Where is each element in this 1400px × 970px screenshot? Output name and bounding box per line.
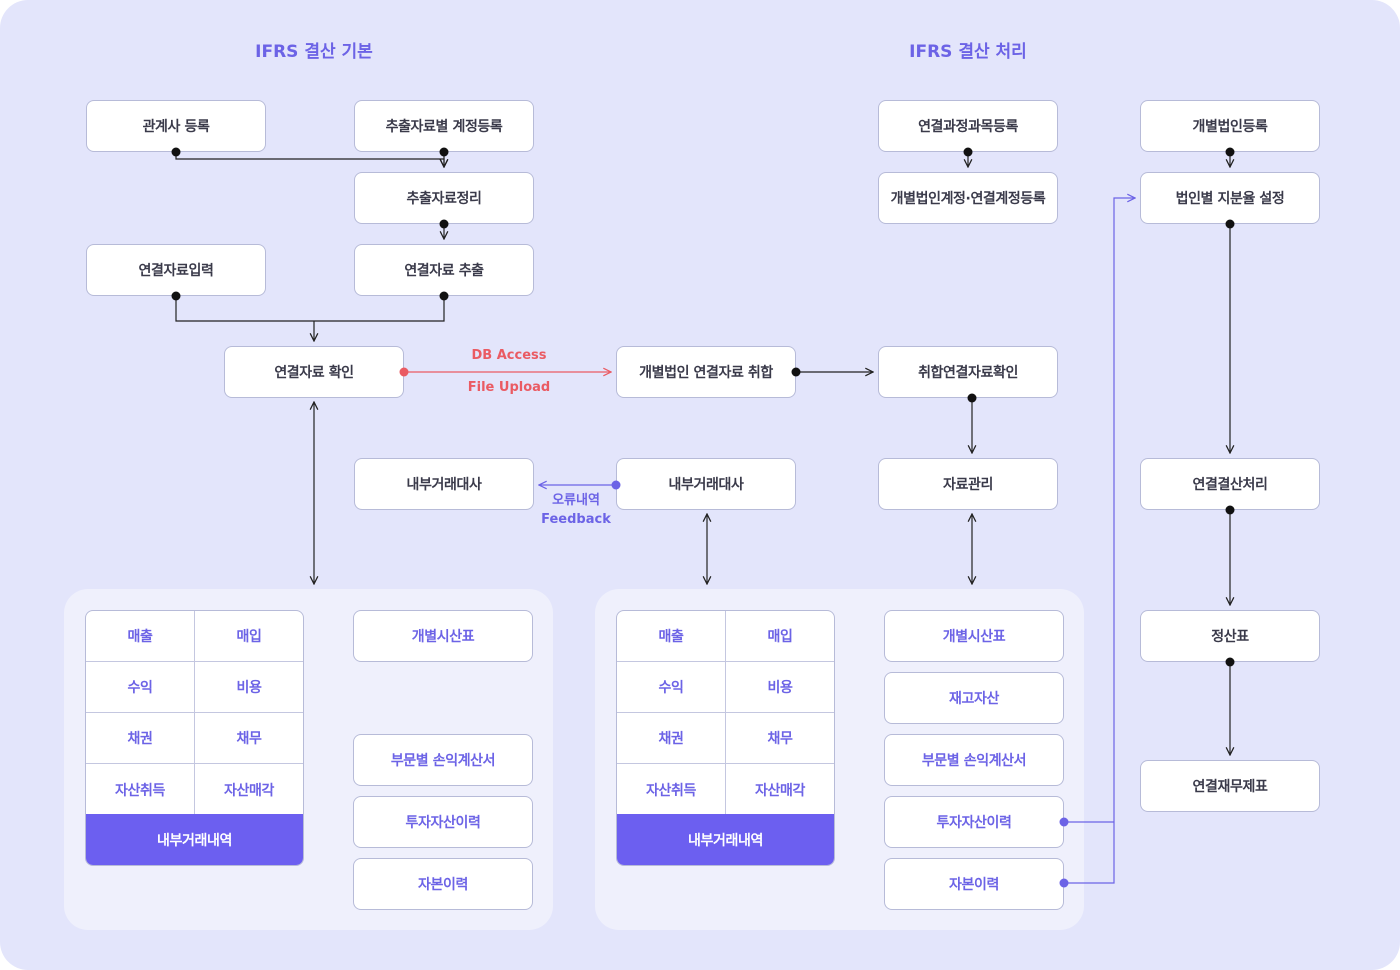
left-item-trial-balance[interactable]: 개별시산표 [353, 610, 533, 662]
node-entity-consol-account[interactable]: 개별법인계정·연결계정등록 [878, 172, 1058, 224]
grid-cell[interactable]: 채무 [195, 713, 303, 764]
node-ic-reconcile-left[interactable]: 내부거래대사 [354, 458, 534, 510]
node-data-management[interactable]: 자료관리 [878, 458, 1058, 510]
grid-cell[interactable]: 수익 [617, 662, 726, 713]
grid-cell[interactable]: 매입 [195, 611, 303, 662]
node-ic-reconcile-mid[interactable]: 내부거래대사 [616, 458, 796, 510]
grid-cell[interactable]: 비용 [726, 662, 834, 713]
node-entity-register[interactable]: 개별법인등록 [1140, 100, 1320, 152]
left-item-equity-history[interactable]: 자본이력 [353, 858, 533, 910]
grid-cell[interactable]: 비용 [195, 662, 303, 713]
grid-cell[interactable]: 자산매각 [755, 782, 805, 799]
node-extract-organize[interactable]: 추출자료정리 [354, 172, 534, 224]
right-item-investment-history[interactable]: 투자자산이력 [884, 796, 1064, 848]
left-item-segment-income[interactable]: 부문별 손익계산서 [353, 734, 533, 786]
grid-cell[interactable]: 채무 [726, 713, 834, 764]
grid-cell[interactable]: 매입 [726, 611, 834, 662]
right-item-trial-balance[interactable]: 개별시산표 [884, 610, 1064, 662]
edge-input-merge [175, 296, 445, 322]
grid-cell[interactable]: 자산취득 [617, 764, 726, 815]
grid-cell[interactable]: 수익 [86, 662, 195, 713]
grid-cell[interactable]: 자산취득 [86, 764, 195, 815]
node-affiliate-register[interactable]: 관계사 등록 [86, 100, 266, 152]
right-item-segment-income[interactable]: 부문별 손익계산서 [884, 734, 1064, 786]
grid-cell[interactable]: 매출 [86, 611, 195, 662]
node-ownership-setting[interactable]: 법인별 지분율 설정 [1140, 172, 1320, 224]
left-item-investment-history[interactable]: 투자자산이력 [353, 796, 533, 848]
grid-cell[interactable]: 채권 [617, 713, 726, 764]
grid-cell[interactable]: 자산매각 [224, 782, 274, 799]
node-extract-account-register[interactable]: 추출자료별 계정등록 [354, 100, 534, 152]
node-consol-extract[interactable]: 연결자료 추출 [354, 244, 534, 296]
right-item-inventory[interactable]: 재고자산 [884, 672, 1064, 724]
node-worksheet[interactable]: 정산표 [1140, 610, 1320, 662]
left-intercompany-grid: 매출 매입 수익 비용 채권 채무 자산취득 자산매각 내부거래내역 [85, 610, 304, 866]
edge-label-feedback: Feedback [541, 512, 611, 527]
grid-footer-intercompany[interactable]: 내부거래내역 [617, 814, 834, 865]
grid-cell[interactable]: 채권 [86, 713, 195, 764]
node-consol-process-account[interactable]: 연결과정과목등록 [878, 100, 1058, 152]
edge-label-error-list: 오류내역 [552, 493, 600, 508]
node-collected-confirm[interactable]: 취합연결자료확인 [878, 346, 1058, 398]
node-consol-closing[interactable]: 연결결산처리 [1140, 458, 1320, 510]
node-consol-confirm[interactable]: 연결자료 확인 [224, 346, 404, 398]
section-title-ifrs-processing: IFRS 결산 처리 [909, 42, 1027, 62]
edge-affiliate-to-organize [175, 152, 444, 167]
node-entity-consol-collect[interactable]: 개별법인 연결자료 취합 [616, 346, 796, 398]
section-title-ifrs-basic: IFRS 결산 기본 [255, 42, 373, 62]
grid-cell[interactable]: 매출 [617, 611, 726, 662]
grid-footer-intercompany[interactable]: 내부거래내역 [86, 814, 303, 865]
right-intercompany-grid: 매출 매입 수익 비용 채권 채무 자산취득 자산매각 내부거래내역 [616, 610, 835, 866]
right-item-equity-history[interactable]: 자본이력 [884, 858, 1064, 910]
node-consol-input[interactable]: 연결자료입력 [86, 244, 266, 296]
edge-label-file-upload: File Upload [467, 380, 551, 395]
edge-label-db-access: DB Access [471, 348, 547, 363]
node-consol-fs[interactable]: 연결재무제표 [1140, 760, 1320, 812]
